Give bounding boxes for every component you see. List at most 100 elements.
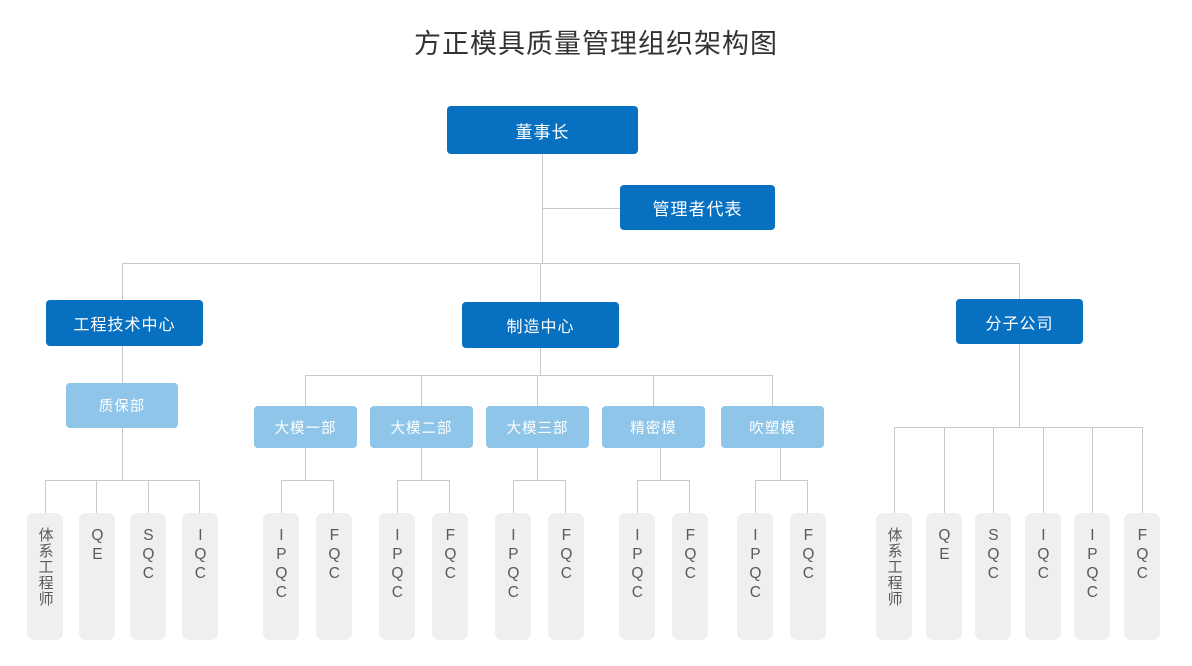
connector-precision-leaf-1 bbox=[637, 480, 638, 513]
connector-bm3-leaf-1 bbox=[513, 480, 514, 513]
leaf-label: IPQC bbox=[388, 527, 406, 603]
leaf-node[interactable]: IPQC bbox=[379, 513, 415, 640]
leaf-label: 体系工程师 bbox=[36, 527, 54, 607]
connector-precision-leaf-2 bbox=[689, 480, 690, 513]
leaf-node[interactable]: SQC bbox=[975, 513, 1011, 640]
connector-subsidiary-drop bbox=[1019, 263, 1020, 299]
node-subsidiary-company[interactable]: 分子公司 bbox=[956, 299, 1083, 344]
node-management-representative[interactable]: 管理者代表 bbox=[620, 185, 775, 230]
leaf-label: IPQC bbox=[272, 527, 290, 603]
leaf-label: IQC bbox=[1034, 527, 1052, 584]
node-quality-assurance-dept[interactable]: 质保部 bbox=[66, 383, 178, 428]
leaf-label: IPQC bbox=[628, 527, 646, 603]
connector-eng-to-qa bbox=[122, 346, 123, 383]
connector-subsidiary-bus bbox=[894, 427, 1142, 428]
leaf-node[interactable]: 体系工程师 bbox=[876, 513, 912, 640]
leaf-node[interactable]: FQC bbox=[316, 513, 352, 640]
connector-bm3-bus bbox=[513, 480, 566, 481]
page-title: 方正模具质量管理组织架构图 bbox=[414, 29, 778, 59]
leaf-node[interactable]: 体系工程师 bbox=[27, 513, 63, 640]
connector-subsidiary-leaf-6 bbox=[1142, 427, 1143, 513]
leaf-node[interactable]: IPQC bbox=[495, 513, 531, 640]
leaf-node[interactable]: IQC bbox=[182, 513, 218, 640]
leaf-label: FQC bbox=[325, 527, 343, 584]
leaf-node[interactable]: FQC bbox=[790, 513, 826, 640]
leaf-node[interactable]: IQC bbox=[1025, 513, 1061, 640]
leaf-node[interactable]: QE bbox=[926, 513, 962, 640]
node-engineering-technology-center[interactable]: 工程技术中心 bbox=[46, 300, 203, 346]
node-manufacturing-center-label: 制造中心 bbox=[506, 319, 575, 336]
connector-bm1-bus bbox=[281, 480, 334, 481]
leaf-node[interactable]: FQC bbox=[548, 513, 584, 640]
connector-mfg-dept-2 bbox=[421, 375, 422, 406]
connector-mfg-dept-4 bbox=[653, 375, 654, 406]
connector-blow-leaf-1 bbox=[755, 480, 756, 513]
leaf-label: QE bbox=[935, 527, 953, 565]
node-big-mold-dept-3[interactable]: 大模三部 bbox=[486, 406, 589, 448]
connector-qa-leaf-1 bbox=[45, 480, 46, 513]
leaf-node[interactable]: IPQC bbox=[619, 513, 655, 640]
connector-subsidiary-trunk bbox=[1019, 344, 1020, 427]
leaf-node[interactable]: IPQC bbox=[263, 513, 299, 640]
leaf-label: FQC bbox=[681, 527, 699, 584]
connector-mfg-dept-5 bbox=[772, 375, 773, 406]
connector-bm2-bus bbox=[397, 480, 450, 481]
node-big-mold-dept-2-label: 大模二部 bbox=[390, 420, 453, 437]
connector-mgmt-rep bbox=[542, 208, 621, 209]
node-chairman[interactable]: 董事长 bbox=[447, 106, 638, 154]
connector-subsidiary-leaf-3 bbox=[993, 427, 994, 513]
node-precision-mold-dept[interactable]: 精密模 bbox=[602, 406, 705, 448]
leaf-node[interactable]: FQC bbox=[1124, 513, 1160, 640]
connector-mfg-bus bbox=[305, 375, 773, 376]
node-blow-mold-dept-label: 吹塑模 bbox=[749, 420, 796, 437]
leaf-label: IPQC bbox=[1083, 527, 1101, 603]
connector-subsidiary-leaf-4 bbox=[1043, 427, 1044, 513]
node-big-mold-dept-1-label: 大模一部 bbox=[274, 420, 337, 437]
leaf-label: FQC bbox=[441, 527, 459, 584]
connector-qa-leaf-2 bbox=[96, 480, 97, 513]
connector-eng-center-drop bbox=[122, 263, 123, 300]
leaf-label: QE bbox=[88, 527, 106, 565]
connector-bm3-trunk bbox=[537, 448, 538, 480]
connector-precision-trunk bbox=[660, 448, 661, 480]
leaf-node[interactable]: IPQC bbox=[1074, 513, 1110, 640]
leaf-node[interactable]: FQC bbox=[432, 513, 468, 640]
leaf-label: FQC bbox=[1133, 527, 1151, 584]
connector-subsidiary-leaf-2 bbox=[944, 427, 945, 513]
connector-bm2-trunk bbox=[421, 448, 422, 480]
node-big-mold-dept-1[interactable]: 大模一部 bbox=[254, 406, 357, 448]
node-big-mold-dept-2[interactable]: 大模二部 bbox=[370, 406, 473, 448]
connector-bm1-leaf-1 bbox=[281, 480, 282, 513]
node-precision-mold-dept-label: 精密模 bbox=[630, 420, 677, 437]
connector-mfg-center-drop bbox=[540, 263, 541, 302]
connector-qa-leaf-4 bbox=[199, 480, 200, 513]
connector-blow-trunk bbox=[780, 448, 781, 480]
leaf-node[interactable]: SQC bbox=[130, 513, 166, 640]
leaf-label: IPQC bbox=[504, 527, 522, 603]
connector-bm2-leaf-1 bbox=[397, 480, 398, 513]
connector-subsidiary-leaf-1 bbox=[894, 427, 895, 513]
connector-mfg-dept-1 bbox=[305, 375, 306, 406]
connector-qa-bus bbox=[45, 480, 200, 481]
leaf-node[interactable]: FQC bbox=[672, 513, 708, 640]
connector-blow-leaf-2 bbox=[807, 480, 808, 513]
connector-row2-bus bbox=[122, 263, 1020, 264]
leaf-label: IQC bbox=[191, 527, 209, 584]
node-manufacturing-center[interactable]: 制造中心 bbox=[462, 302, 619, 348]
connector-bm1-leaf-2 bbox=[333, 480, 334, 513]
connector-bm2-leaf-2 bbox=[449, 480, 450, 513]
leaf-node[interactable]: IPQC bbox=[737, 513, 773, 640]
node-chairman-label: 董事长 bbox=[515, 122, 570, 142]
node-subsidiary-company-label: 分子公司 bbox=[985, 315, 1054, 333]
leaf-label: 体系工程师 bbox=[885, 527, 903, 607]
connector-bm1-trunk bbox=[305, 448, 306, 480]
leaf-label: SQC bbox=[139, 527, 157, 584]
connector-subsidiary-leaf-5 bbox=[1092, 427, 1093, 513]
connector-mfg-dept-3 bbox=[537, 375, 538, 406]
node-big-mold-dept-3-label: 大模三部 bbox=[506, 420, 569, 437]
node-blow-mold-dept[interactable]: 吹塑模 bbox=[721, 406, 824, 448]
connector-qa-trunk bbox=[122, 428, 123, 480]
node-engineering-technology-center-label: 工程技术中心 bbox=[73, 317, 176, 334]
leaf-node[interactable]: QE bbox=[79, 513, 115, 640]
